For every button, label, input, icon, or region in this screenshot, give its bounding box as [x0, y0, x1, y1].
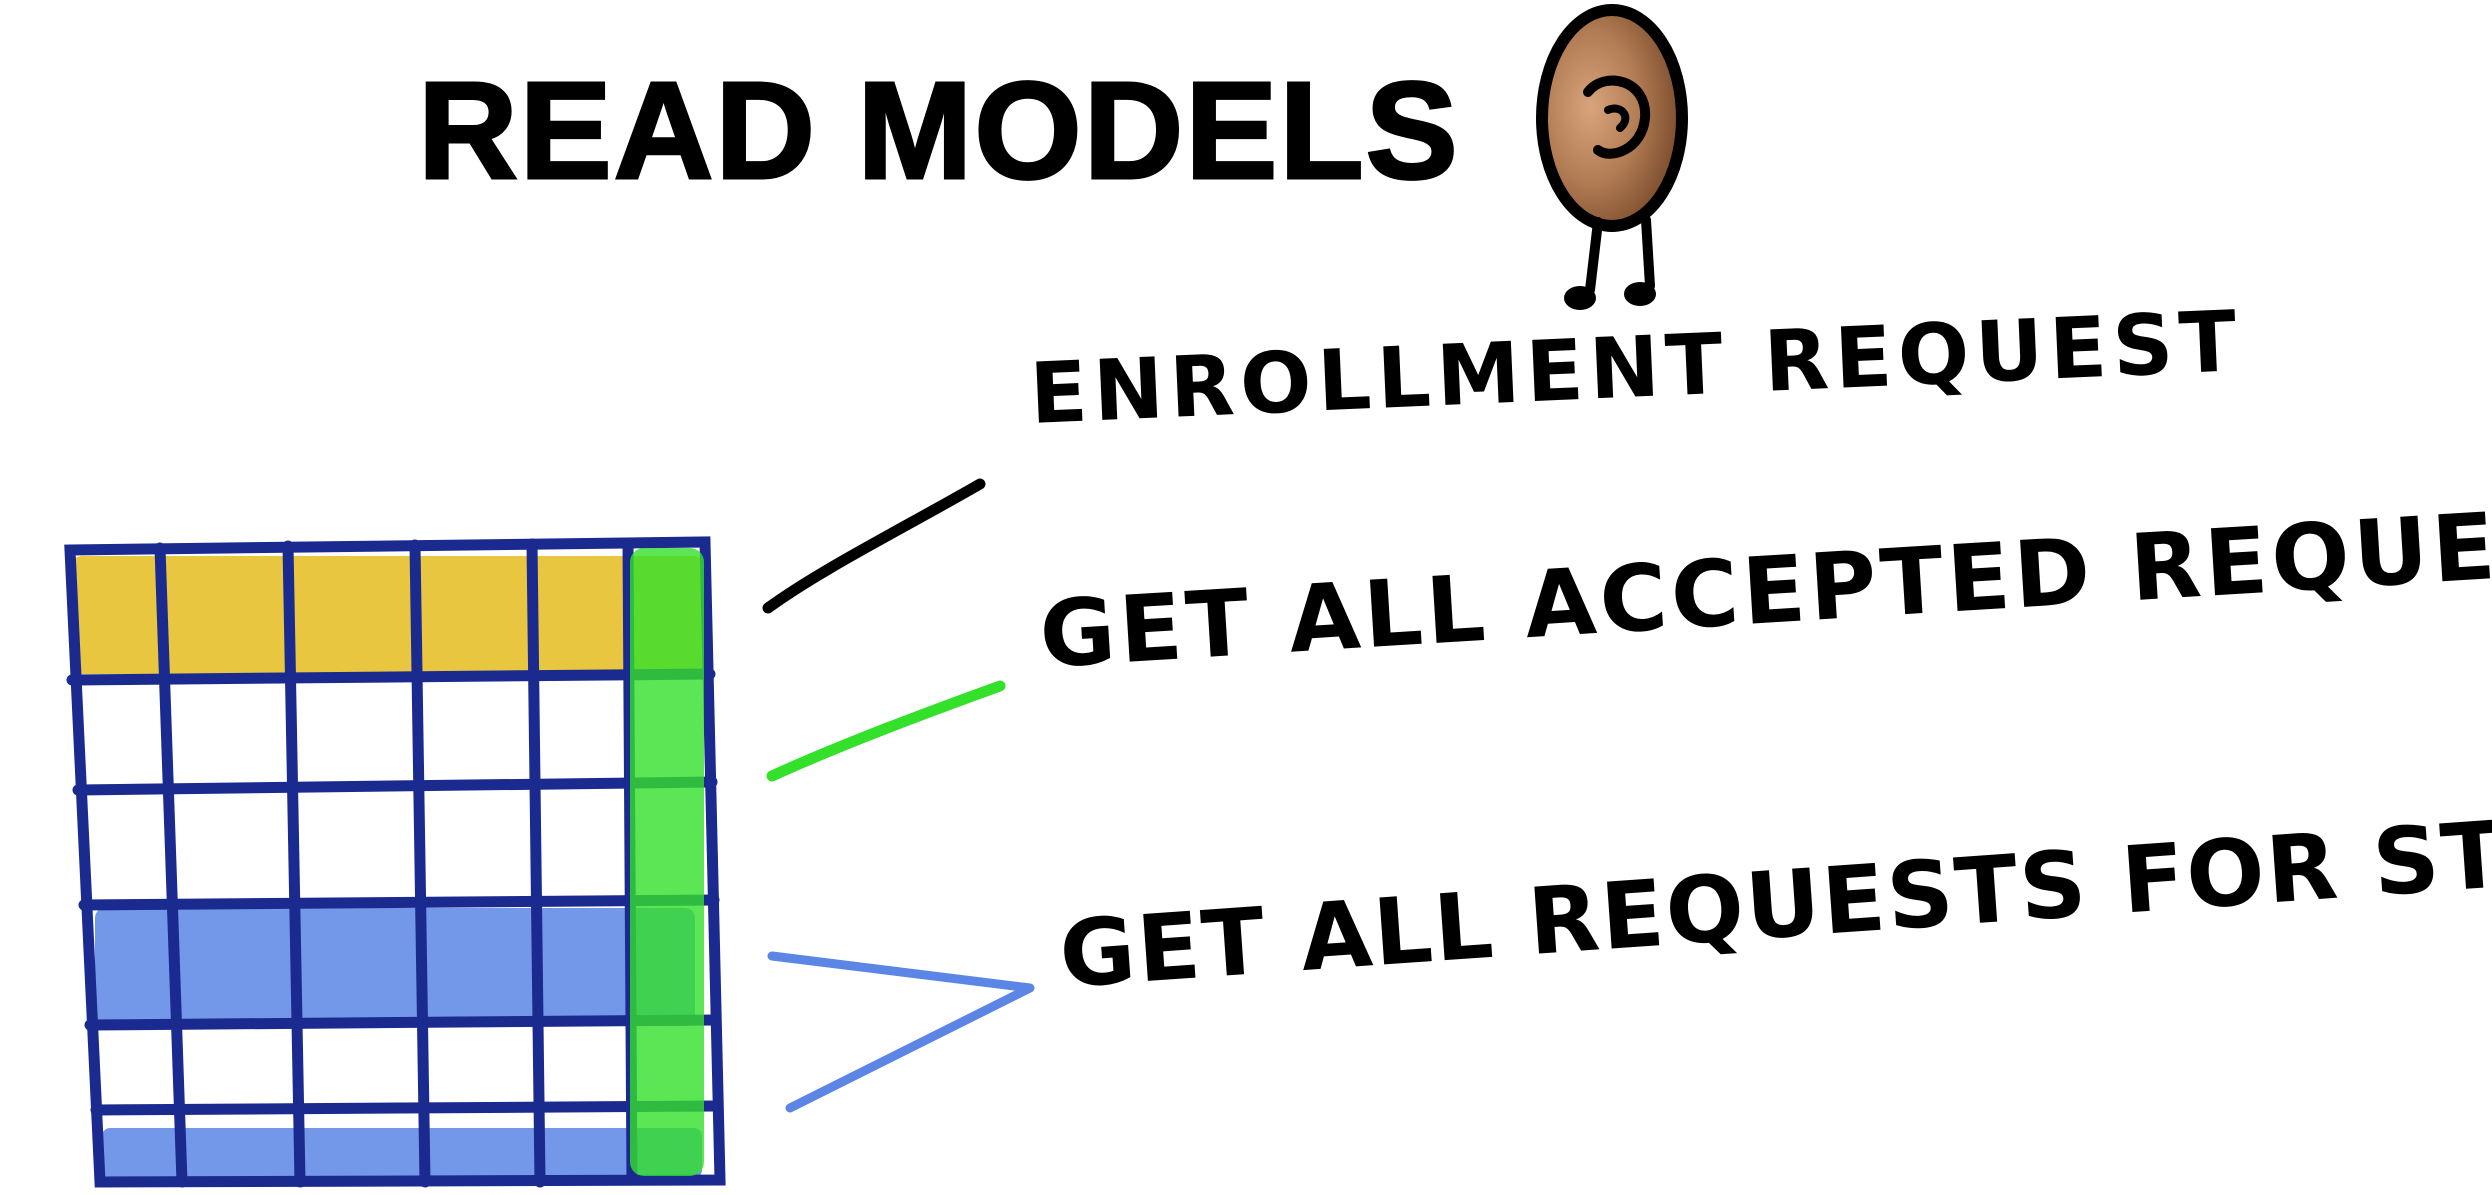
- accepted-connector: [766, 680, 1006, 782]
- page-title: READ MODELS: [417, 54, 1460, 208]
- ear-icon: [1536, 4, 1688, 310]
- enrollment-connector: [762, 478, 986, 614]
- blue-row-highlight: [95, 908, 695, 1026]
- yellow-row-highlight: [72, 556, 704, 674]
- student-connector: [767, 951, 1035, 1113]
- data-table-sketch: [64, 536, 726, 1188]
- blue-row-highlight-bottom: [102, 1128, 702, 1178]
- green-column-highlight: [630, 548, 704, 1176]
